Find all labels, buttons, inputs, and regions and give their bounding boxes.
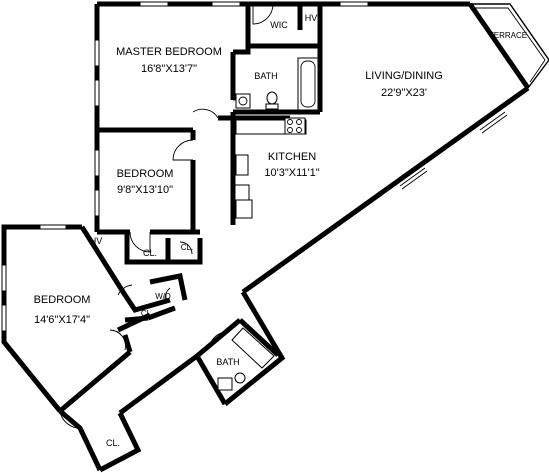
bedroom-2-dims: 9'8"X13'10" (117, 184, 173, 196)
hall-bathtub (231, 327, 275, 369)
living-dining-dims: 22'9"X23' (381, 87, 427, 99)
terrace-label: TERRACE (489, 31, 527, 40)
living-dining-name: LIVING/DINING (365, 70, 443, 82)
hv-top-label: HV (305, 13, 318, 23)
wd-label: W/D (155, 292, 171, 301)
closet-bedroom2-label: CL. (143, 248, 157, 258)
hv-left-label: HV (90, 236, 103, 246)
bedroom-3-name: BEDROOM (34, 294, 91, 306)
closet-small-label: CL. (181, 243, 193, 252)
sink (235, 93, 251, 109)
toilet (266, 91, 278, 105)
windows (1, 1, 508, 332)
closet-entry-label: CL. (106, 438, 120, 448)
hall-bath-label: BATH (216, 357, 239, 367)
room-labels: MASTER BEDROOM 16'8"X13'7" BEDROOM 9'8"X… (34, 13, 528, 448)
closet-bedroom3-label: CL (141, 309, 152, 318)
fixtures (217, 57, 319, 391)
hall-sink (217, 377, 233, 391)
wic-label: WIC (270, 20, 288, 30)
bathtub (297, 57, 319, 111)
interior-walls (58, 4, 323, 413)
fridge (234, 184, 250, 202)
master-bath-label: BATH (254, 71, 277, 81)
kitchen-dims: 10'3"X11'1" (264, 167, 319, 179)
kitchen-sink (235, 154, 249, 176)
stove (284, 117, 306, 135)
kitchen-name: KITCHEN (268, 151, 316, 163)
doors (59, 3, 274, 429)
bedroom-3-dims: 14'6"X17'4" (34, 314, 90, 326)
terrace (470, 3, 549, 89)
master-bedroom-name: MASTER BEDROOM (116, 46, 222, 58)
hall-toilet (234, 372, 246, 384)
bedroom-2-name: BEDROOM (117, 168, 174, 180)
master-bedroom-dims: 16'8"X13'7" (141, 63, 197, 75)
